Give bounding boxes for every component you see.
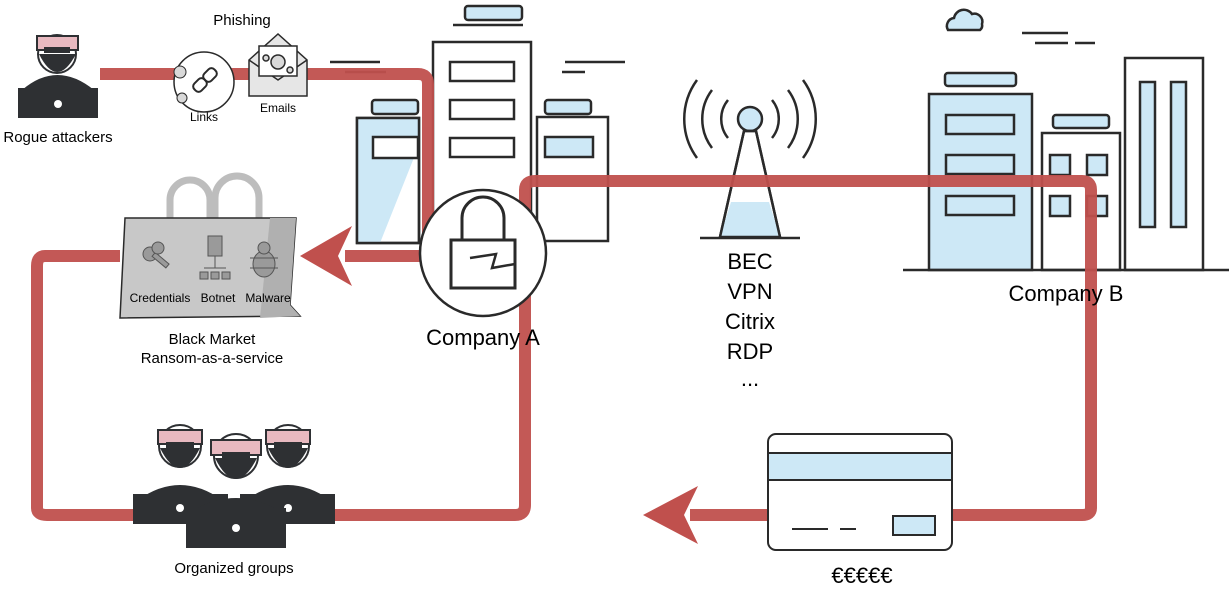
links-label: Links: [190, 110, 218, 124]
vector-bec: BEC: [727, 249, 772, 274]
cloud-icon: [945, 8, 984, 32]
vector-vpn: VPN: [727, 279, 772, 304]
vector-citrix: Citrix: [725, 309, 775, 334]
black-market-label: Black Market: [169, 331, 257, 348]
vector-more: ...: [741, 366, 759, 391]
vector-rdp: RDP: [727, 339, 773, 364]
credentials-label: Credentials: [130, 291, 191, 305]
radio-tower-icon: [683, 79, 817, 240]
link-icon: [173, 51, 235, 113]
company-b-buildings: [903, 8, 1229, 272]
rogue-attackers-label: Rogue attackers: [3, 129, 112, 146]
server-icon: [199, 235, 231, 280]
company-b-label: Company B: [1009, 281, 1124, 306]
bug-icon: [250, 241, 278, 278]
emails-label: Emails: [260, 101, 296, 115]
company-a-label: Company A: [426, 325, 540, 350]
arrowhead-to-money: [643, 486, 698, 544]
key-icon: [142, 241, 170, 269]
organized-groups-label: Organized groups: [174, 560, 293, 577]
email-icon: [248, 32, 308, 97]
malware-label: Malware: [245, 291, 291, 305]
credit-card-icon: [767, 433, 953, 551]
money-label: €€€€€: [831, 563, 892, 588]
organized-groups-icon: [133, 424, 335, 548]
phishing-label: Phishing: [213, 12, 271, 29]
ransom-as-a-service-label: Ransom-as-a-service: [141, 350, 284, 367]
botnet-label: Botnet: [201, 291, 236, 305]
padlock-icon: [418, 188, 548, 318]
rogue-attacker-icon: [18, 34, 98, 118]
arrowhead-to-black-market: [300, 226, 352, 286]
